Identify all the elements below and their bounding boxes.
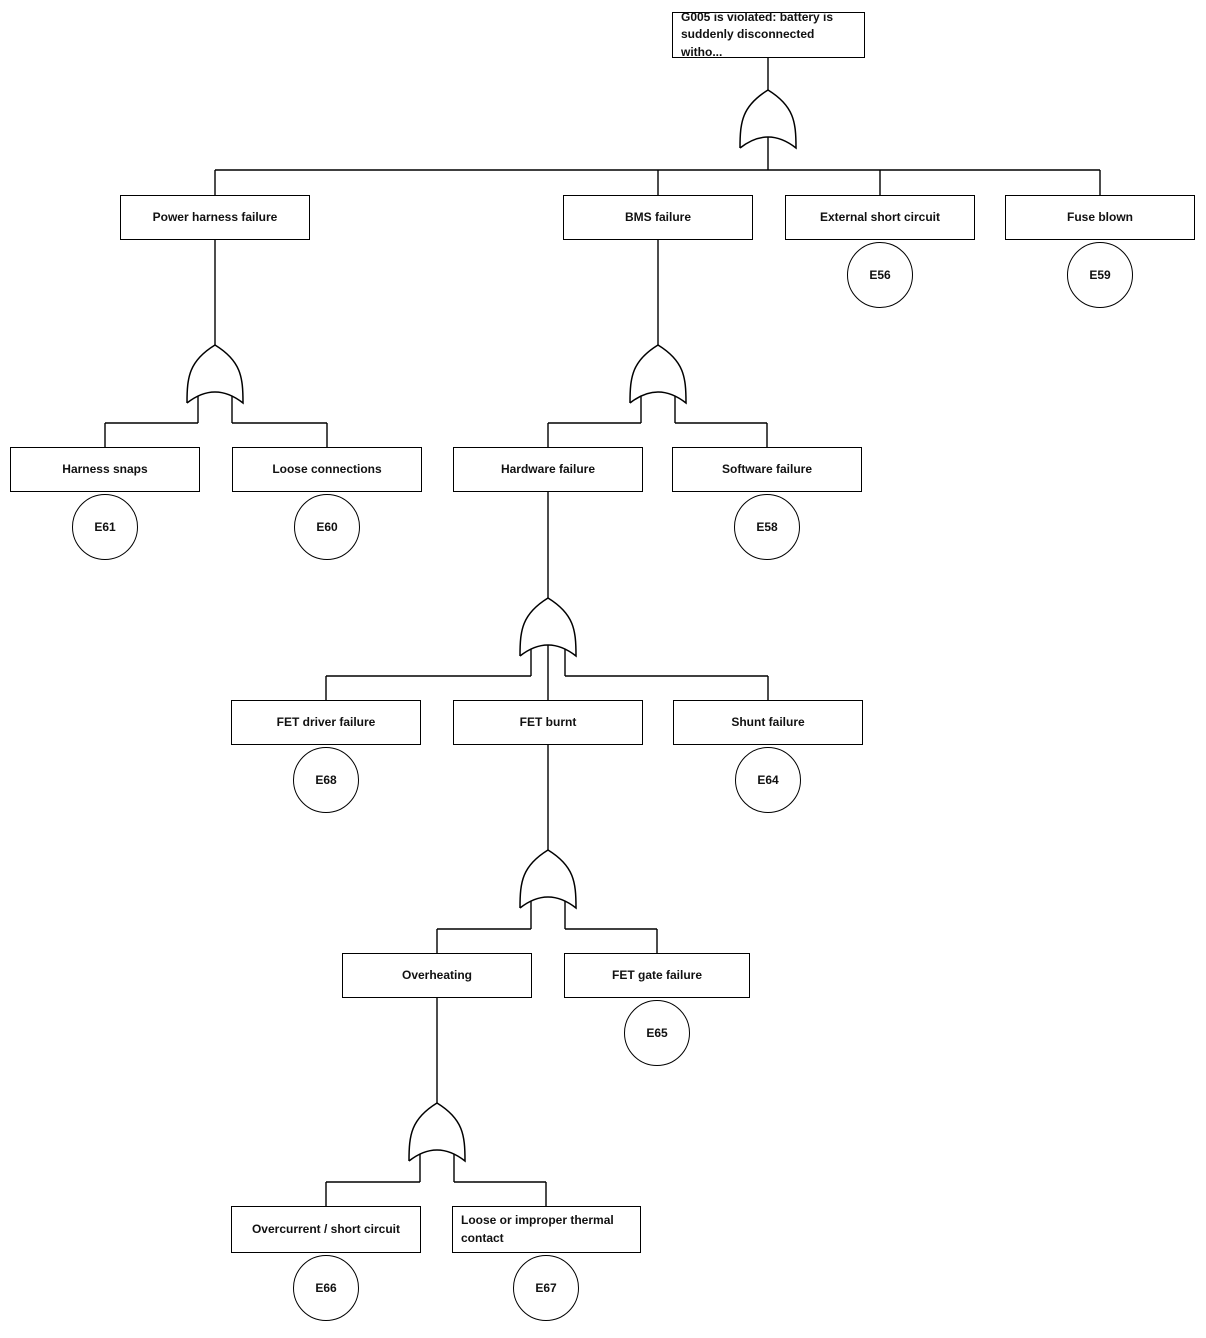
or-gate-bms	[629, 344, 687, 405]
node-top-event: G005 is violated: battery is suddenly di…	[672, 10, 865, 59]
or-gate-power-harness	[186, 344, 244, 405]
basic-event-e56: E56	[847, 242, 913, 308]
node-fet-gate-failure: FET gate failure	[564, 953, 750, 998]
basic-event-e61: E61	[72, 494, 138, 560]
basic-event-e66: E66	[293, 1255, 359, 1321]
node-overcurrent-short-circuit: Overcurrent / short circuit	[231, 1206, 421, 1253]
node-software-failure: Software failure	[672, 447, 862, 492]
node-power-harness-failure: Power harness failure	[120, 195, 310, 240]
basic-event-e59: E59	[1067, 242, 1133, 308]
node-loose-connections: Loose connections	[232, 447, 422, 492]
or-gate-hardware	[519, 597, 577, 658]
node-fet-driver-failure: FET driver failure	[231, 700, 421, 745]
node-harness-snaps: Harness snaps	[10, 447, 200, 492]
node-loose-thermal-contact: Loose or improper thermal contact	[452, 1206, 641, 1253]
node-overheating: Overheating	[342, 953, 532, 998]
node-external-short-circuit: External short circuit	[785, 195, 975, 240]
basic-event-e68: E68	[293, 747, 359, 813]
or-gates	[186, 89, 797, 1163]
node-hardware-failure: Hardware failure	[453, 447, 643, 492]
or-gate-overheating	[408, 1102, 466, 1163]
basic-event-e67: E67	[513, 1255, 579, 1321]
basic-event-e58: E58	[734, 494, 800, 560]
or-gate-fet-burnt	[519, 849, 577, 910]
or-gate-top-event	[739, 89, 797, 150]
basic-event-e65: E65	[624, 1000, 690, 1066]
node-fuse-blown: Fuse blown	[1005, 195, 1195, 240]
node-shunt-failure: Shunt failure	[673, 700, 863, 745]
node-bms-failure: BMS failure	[563, 195, 753, 240]
connector-lines	[104, 58, 1101, 1206]
basic-event-e64: E64	[735, 747, 801, 813]
basic-event-e60: E60	[294, 494, 360, 560]
node-fet-burnt: FET burnt	[453, 700, 643, 745]
